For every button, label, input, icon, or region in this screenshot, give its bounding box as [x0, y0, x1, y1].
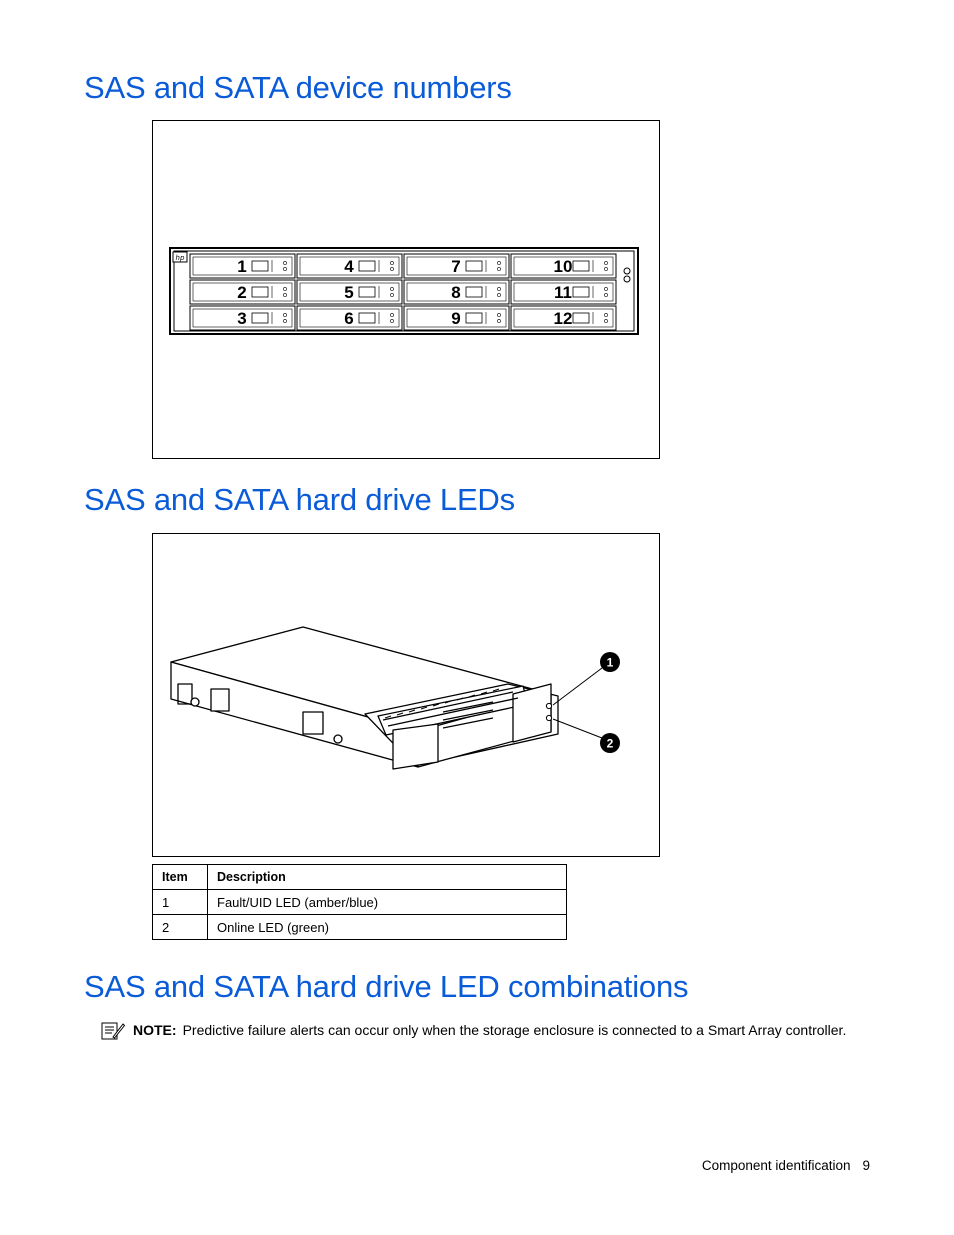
- drive-bezel: [512, 683, 552, 743]
- column-header-description: Description: [207, 864, 567, 890]
- drive-bay: 2: [189, 279, 296, 305]
- drive-bay: 5: [296, 279, 403, 305]
- table-row: 1 Fault/UID LED (amber/blue): [152, 889, 567, 915]
- note-text: Predictive failure alerts can occur only…: [182, 1022, 847, 1038]
- table-cell-description: Fault/UID LED (amber/blue): [207, 889, 567, 915]
- drive-bay: 1: [189, 253, 296, 279]
- table-cell-item: 1: [152, 889, 208, 915]
- bay-number-label: 5: [344, 283, 353, 302]
- hard-drive-diagram: 1 2: [170, 626, 620, 770]
- note-block: NOTE: Predictive failure alerts can occur…: [101, 1020, 881, 1041]
- callout-2: 2: [600, 733, 620, 753]
- figure-drive-leds: 1 2: [152, 533, 660, 857]
- bay-number-label: 10: [554, 257, 573, 276]
- led-item-table: Item Description 1 Fault/UID LED (amber/…: [152, 864, 567, 940]
- page-number: 9: [862, 1158, 870, 1173]
- note-icon: [101, 1021, 126, 1047]
- bay-number-label: 4: [344, 257, 354, 276]
- bay-number-label: 7: [451, 257, 460, 276]
- bay-number-label: 9: [451, 309, 460, 328]
- footer-section-name: Component identification: [701, 1158, 851, 1173]
- drive-bay: 10: [510, 253, 617, 279]
- heading-led-combinations: SAS and SATA hard drive LED combinations: [84, 969, 689, 1004]
- table-row: 2 Online LED (green): [152, 914, 567, 940]
- bay-number-label: 6: [344, 309, 353, 328]
- drive-bay: 9: [403, 305, 510, 331]
- drive-bay: 7: [403, 253, 510, 279]
- callout-1-label: 1: [607, 656, 614, 670]
- note-label: NOTE:: [133, 1022, 177, 1038]
- led-indicators: [545, 702, 553, 722]
- drive-bay: 11: [510, 279, 617, 305]
- svg-text:hp: hp: [176, 254, 185, 262]
- table-cell-item: 2: [152, 914, 208, 940]
- bay-number-label: 3: [237, 309, 246, 328]
- table-cell-description: Online LED (green): [207, 914, 567, 940]
- callout-1: 1: [600, 652, 620, 672]
- enclosure-inner: [173, 250, 635, 332]
- drive-bay: 6: [296, 305, 403, 331]
- bay-number-label: 8: [451, 283, 460, 302]
- online-led: [545, 714, 553, 722]
- hp-logo-icon: hp: [172, 251, 188, 263]
- bay-number-label: 11: [554, 283, 572, 302]
- column-header-item: Item: [152, 864, 208, 890]
- heading-device-numbers: SAS and SATA device numbers: [84, 70, 512, 105]
- table-header-row: Item Description: [152, 864, 567, 890]
- enclosure-uid-buttons: [623, 267, 631, 283]
- drive-bay: 3: [189, 305, 296, 331]
- heading-drive-leds: SAS and SATA hard drive LEDs: [84, 482, 515, 517]
- drive-bay: 12: [510, 305, 617, 331]
- bay-number-label: 12: [554, 309, 573, 328]
- page-footer: Component identification 9: [702, 1158, 870, 1173]
- bay-number-label: 1: [237, 257, 246, 276]
- bay-number-label: 2: [237, 283, 246, 302]
- fault-uid-led: [545, 702, 553, 710]
- callout-2-label: 2: [607, 737, 614, 751]
- drive-bay: 8: [403, 279, 510, 305]
- drive-bay: 4: [296, 253, 403, 279]
